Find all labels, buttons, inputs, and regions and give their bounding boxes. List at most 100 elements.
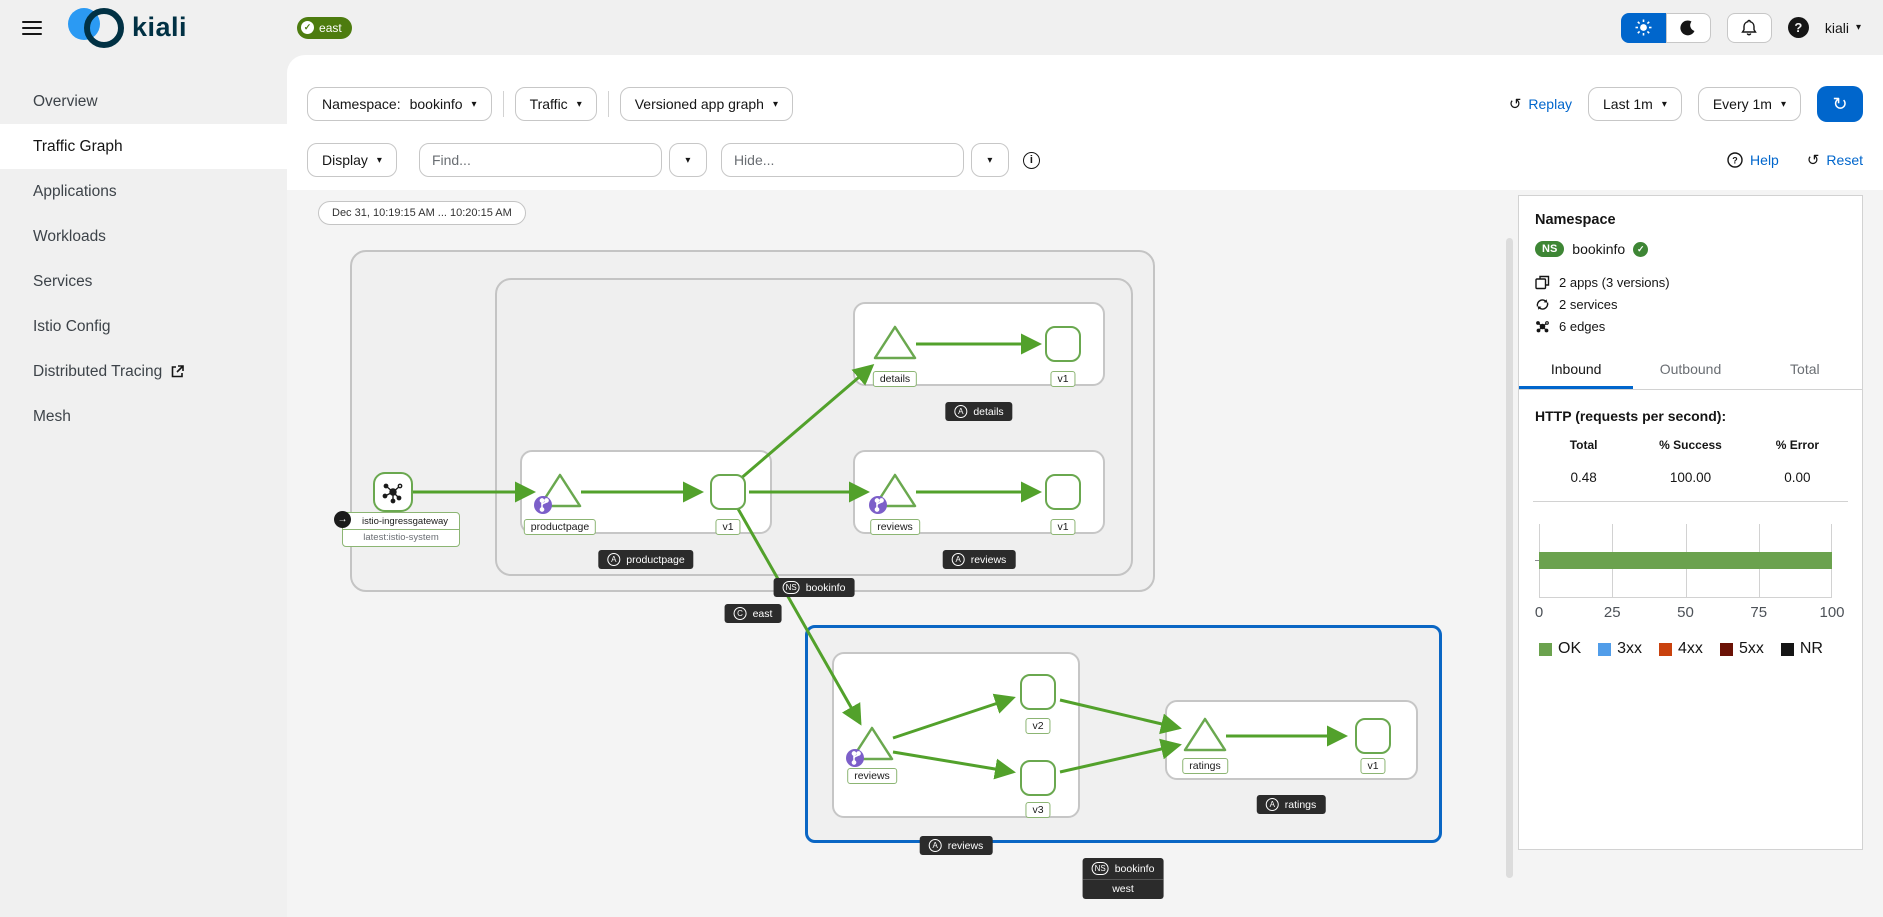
- chevron-down-icon: ▾: [772, 98, 778, 110]
- ns-badge-icon: NS: [1091, 862, 1109, 875]
- edge-v1-details[interactable]: [738, 364, 875, 482]
- reset-button[interactable]: ↺ Reset: [1807, 151, 1863, 169]
- user-menu[interactable]: kiali ▾: [1825, 20, 1861, 36]
- tab-total[interactable]: Total: [1790, 361, 1820, 377]
- node-details-v1[interactable]: [1045, 326, 1081, 362]
- svg-text:?: ?: [1732, 156, 1738, 166]
- replay-button[interactable]: ↺ Replay: [1509, 95, 1572, 113]
- legend-3xx[interactable]: 3xx: [1598, 640, 1642, 658]
- help-icon[interactable]: ?: [1787, 17, 1809, 38]
- edge-v2-ratings[interactable]: [1059, 698, 1182, 735]
- namespace-name[interactable]: bookinfo: [1572, 241, 1626, 257]
- node-reviews-v3[interactable]: [1020, 760, 1056, 796]
- info-icon[interactable]: i: [1022, 151, 1040, 169]
- namespace-dropdown[interactable]: Namespace: bookinfo ▾: [307, 87, 492, 121]
- duration-dropdown[interactable]: Last 1m ▾: [1588, 87, 1682, 121]
- node-productpage-v1[interactable]: [710, 474, 746, 510]
- graph-type-dropdown[interactable]: Versioned app graph ▾: [619, 87, 793, 121]
- istio-config-ok-icon: ✓: [1633, 241, 1649, 257]
- node-label-reviews-east-v1: v1: [1050, 519, 1076, 535]
- traffic-dropdown[interactable]: Traffic ▾: [514, 87, 597, 121]
- main-content: Namespace: bookinfo ▾ Traffic ▾ Versione…: [287, 55, 1883, 917]
- sidebar-item-mesh[interactable]: Mesh: [0, 394, 287, 439]
- tab-outbound[interactable]: Outbound: [1659, 361, 1722, 377]
- 5xx-swatch: [1719, 642, 1733, 656]
- edge-reviews-west-v3[interactable]: [892, 750, 1016, 780]
- namespace-label: Namespace:: [322, 96, 401, 112]
- legend-ok[interactable]: OK: [1539, 640, 1581, 658]
- node-reviews-west-service[interactable]: [850, 726, 894, 761]
- value-error: 0.00: [1784, 470, 1811, 485]
- sidebar-item-workloads[interactable]: Workloads: [0, 214, 287, 259]
- bell-icon: [1741, 19, 1758, 36]
- graph-scrollbar[interactable]: [1506, 238, 1513, 878]
- display-dropdown[interactable]: Display ▾: [307, 143, 397, 177]
- summary-panel: Namespace NS bookinfo ✓ 2 apps (3 versio…: [1518, 195, 1863, 850]
- sidebar-item-overview[interactable]: Overview: [0, 79, 287, 124]
- sidebar-item-istio-config[interactable]: Istio Config: [0, 304, 287, 349]
- help-button[interactable]: ? Help: [1727, 152, 1779, 168]
- app-badge-icon: A: [607, 553, 621, 566]
- divider: [1533, 501, 1848, 502]
- sidebar-item-label: Distributed Tracing: [33, 362, 163, 380]
- edges-icon: [1536, 321, 1549, 333]
- chevron-down-icon: ▾: [576, 98, 582, 110]
- node-label-reviews-v2: v2: [1025, 718, 1051, 734]
- 3xx-swatch: [1598, 642, 1612, 656]
- toolbar-separator: [607, 91, 609, 117]
- sidebar-item-distributed-tracing[interactable]: Distributed Tracing: [0, 349, 287, 394]
- sidebar-item-traffic-graph[interactable]: Traffic Graph: [0, 124, 287, 169]
- hide-input[interactable]: [720, 143, 964, 177]
- node-reviews-east-service[interactable]: [873, 473, 917, 508]
- y-axis-tick: [1535, 560, 1539, 561]
- node-label-reviews-east: reviews: [870, 519, 920, 535]
- arrow-circle-icon: →: [334, 511, 351, 528]
- node-label-reviews-west: reviews: [847, 768, 897, 784]
- node-ratings-service[interactable]: [1183, 717, 1227, 752]
- app-badge-icon: A: [951, 553, 965, 566]
- dark-theme-button[interactable]: [1665, 12, 1711, 43]
- hide-options-dropdown[interactable]: ▾: [970, 143, 1009, 177]
- moon-icon: [1680, 19, 1695, 35]
- node-istio-ingressgateway[interactable]: [373, 472, 413, 512]
- nav-toggle-icon[interactable]: [22, 20, 42, 35]
- ns-badge-icon: NS: [1535, 241, 1565, 257]
- tab-inbound[interactable]: Inbound: [1519, 350, 1634, 389]
- find-input[interactable]: [418, 143, 662, 177]
- legend-nr[interactable]: NR: [1780, 640, 1823, 658]
- value-success: 100.00: [1669, 470, 1712, 485]
- edge-v3-ratings[interactable]: [1059, 738, 1182, 774]
- notifications-button[interactable]: [1726, 12, 1772, 43]
- chevron-down-icon: ▾: [987, 154, 993, 166]
- edge-v1-reviews-west[interactable]: [735, 506, 862, 726]
- refresh-button[interactable]: ↻: [1817, 86, 1863, 122]
- sidebar-item-label: Mesh: [33, 407, 71, 425]
- node-productpage-service[interactable]: [538, 473, 582, 508]
- legend-4xx[interactable]: 4xx: [1659, 640, 1703, 658]
- legend-5xx[interactable]: 5xx: [1719, 640, 1764, 658]
- user-menu-label: kiali: [1824, 19, 1849, 36]
- node-label-ratings-v1: v1: [1360, 758, 1386, 774]
- sidebar-item-services[interactable]: Services: [0, 259, 287, 304]
- light-theme-button[interactable]: [1620, 12, 1666, 43]
- refresh-interval-dropdown[interactable]: Every 1m ▾: [1697, 87, 1801, 121]
- node-label-productpage: productpage: [523, 519, 597, 535]
- node-reviews-v2[interactable]: [1020, 674, 1056, 710]
- node-ratings-v1[interactable]: [1355, 718, 1391, 754]
- node-details-service[interactable]: [873, 325, 917, 360]
- col-header-total: Total: [1569, 438, 1598, 452]
- edge-reviews-west-v2[interactable]: [892, 693, 1016, 740]
- history-icon: ↺: [1508, 96, 1522, 113]
- sidebar-item-applications[interactable]: Applications: [0, 169, 287, 214]
- node-reviews-east-v1[interactable]: [1045, 474, 1081, 510]
- find-options-dropdown[interactable]: ▾: [668, 143, 707, 177]
- display-label: Display: [322, 152, 368, 168]
